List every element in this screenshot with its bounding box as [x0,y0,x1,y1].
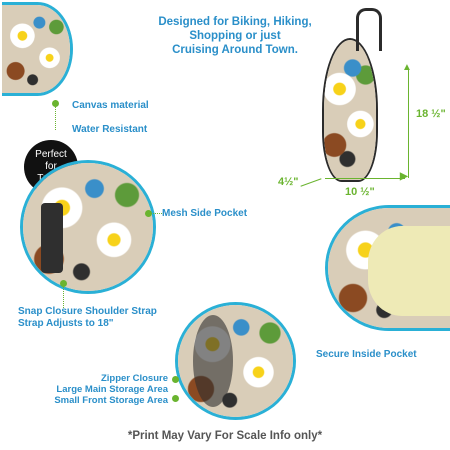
label-snap-closure: Snap Closure Shoulder Strap [18,306,157,317]
zipper-closeup-image [175,302,296,420]
badge-line-1: Perfect [35,149,67,160]
arrow-up-icon: ▲ [402,62,412,73]
label-large-storage: Large Main Storage Area [56,384,168,395]
dimension-height: 18 ½" [416,108,446,120]
label-zipper-closure: Zipper Closure [100,373,168,384]
callout-line-mesh [149,213,164,214]
arrow-right-icon: ▶ [400,171,408,182]
callout-line-canvas [55,100,56,130]
label-water-resistant: Water Resistant [72,124,148,135]
inside-pocket-lining [368,226,450,316]
badge-line-2: for [45,161,57,172]
headline-line-3: Cruising Around Town. [172,44,298,56]
callout-dot-storage [172,395,179,402]
label-mesh-side-pocket: Mesh Side Pocket [162,208,248,219]
headline-line-2: Shopping or just [189,30,281,42]
callout-line-snap [63,283,64,308]
dimension-depth: 4½" [278,176,299,188]
zipper-shape [193,315,233,407]
depth-arrow-line [300,178,322,187]
inside-pocket-closeup-image [325,205,450,331]
label-strap-adjusts: Strap Adjusts to 18" [18,318,114,329]
callout-dot-mesh [145,210,152,217]
height-arrow-line [408,70,409,178]
bag-product-image [322,38,378,182]
dimension-width: 10 ½" [345,186,375,198]
headline-line-1: Designed for Biking, Hiking, [158,16,312,28]
callout-dot-zipper [172,376,179,383]
label-secure-inside-pocket: Secure Inside Pocket [316,349,417,360]
label-small-storage: Small Front Storage Area [54,395,168,406]
canvas-closeup-image [2,2,73,96]
bag-strap-shape [356,8,382,51]
headline: Designed for Biking, Hiking, Shopping or… [150,15,320,57]
width-arrow-line [325,178,405,179]
label-canvas-material: Canvas material [72,100,149,111]
strap-buckle-shape [41,203,63,273]
footer-note: *Print May Vary For Scale Info only* [127,430,323,442]
side-pocket-closeup-image [20,160,156,294]
